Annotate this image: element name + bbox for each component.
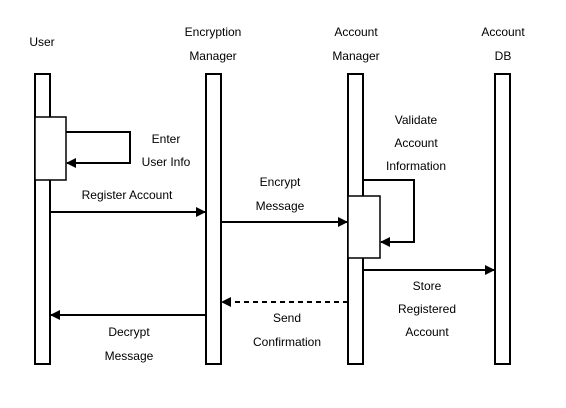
participant-label-user: User (29, 35, 54, 49)
participant-label-account-manager-line2: Manager (332, 49, 379, 63)
message-label-send-confirmation-line1: Send (273, 311, 301, 325)
lifeline-encryption-manager (205, 73, 222, 365)
message-label-enter-user-info-line1: Enter (152, 132, 181, 146)
participant-label-encryption-manager-line1: Encryption (185, 25, 242, 39)
message-label-decrypt-message-line2: Message (105, 349, 154, 363)
message-label-store-line2: Registered (398, 302, 456, 316)
activation-account-manager (347, 195, 381, 259)
message-label-decrypt-message-line1: Decrypt (108, 325, 150, 339)
participant-label-encryption-manager-line2: Manager (189, 49, 236, 63)
message-label-store-line3: Account (405, 325, 449, 339)
message-label-encrypt-message-line2: Message (256, 199, 305, 213)
message-label-encrypt-message-line1: Encrypt (260, 175, 301, 189)
message-label-send-confirmation-line2: Confirmation (253, 335, 321, 349)
lifeline-account-db (494, 73, 511, 365)
message-label-store-line1: Store (413, 279, 442, 293)
message-validate-account-information (363, 179, 415, 247)
message-label-validate-line2: Account (394, 136, 438, 150)
message-label-enter-user-info-line2: User Info (142, 155, 191, 169)
participant-label-account-db-line2: DB (495, 49, 512, 63)
message-label-validate-line1: Validate (395, 113, 438, 127)
message-enter-user-info (66, 131, 131, 168)
message-label-register-account: Register Account (82, 188, 173, 202)
participant-label-account-manager-line1: Account (334, 25, 378, 39)
activation-user (34, 116, 67, 181)
participant-label-account-db-line1: Account (481, 25, 525, 39)
message-label-validate-line3: Information (386, 159, 446, 173)
